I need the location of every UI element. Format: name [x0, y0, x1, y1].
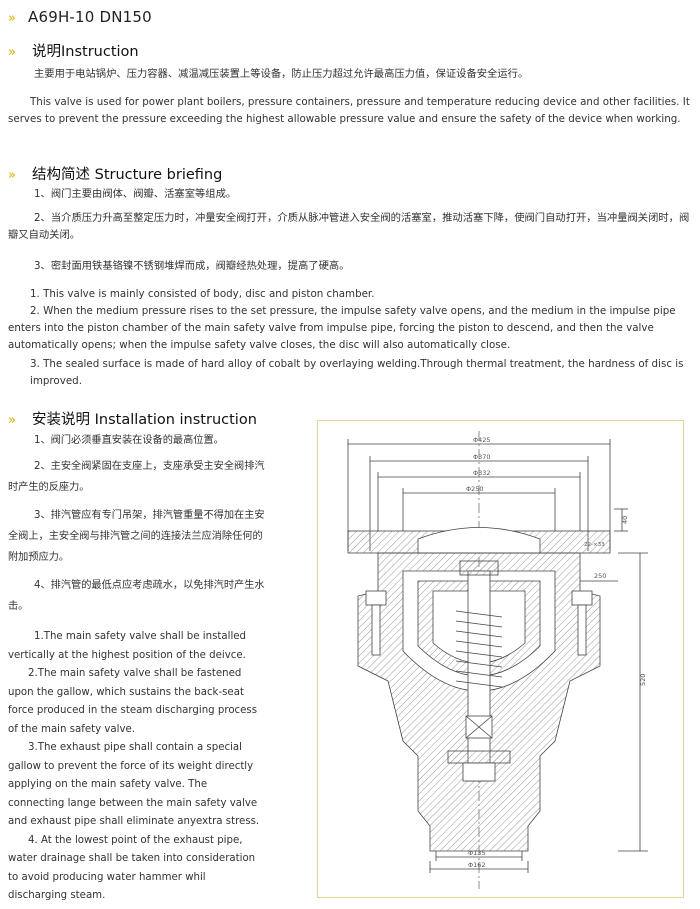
installation-en-item: 2.The main safety valve shall be fastene… — [8, 668, 258, 735]
instruction-cn-text: 主要用于电站锅炉、压力容器、减温减压装置上等设备，防止压力超过允许最高压力值，保… — [34, 68, 529, 80]
structure-cn-item: 2、当介质压力升高至整定压力时，冲量安全阀打开，介质从脉冲管进入安全阀的活塞室，… — [8, 212, 690, 241]
structure-heading: 结构简述 Structure briefing — [32, 167, 223, 183]
section-chevron-icon: » — [8, 45, 16, 60]
installation-en-item: 1.The main safety valve shall be install… — [8, 631, 247, 661]
structure-cn-item: 1、阀门主要由阀体、阀瓣、活塞室等组成。 — [34, 188, 237, 200]
dim-d370: Φ370 — [473, 453, 491, 461]
installation-heading: 安装说明 Installation instruction — [32, 412, 257, 428]
valve-section-drawing: Φ425 Φ370 Φ332 Φ250 40 22-×33 250 520 Φ1… — [347, 431, 648, 889]
installation-en-item: 4. At the lowest point of the exhaust pi… — [8, 834, 256, 902]
dim-d135: Φ135 — [468, 849, 486, 857]
installation-en-item: 3.The exhaust pipe shall contain a speci… — [8, 742, 260, 827]
section-chevron-icon: » — [8, 413, 16, 428]
installation-cn-item: 1、阀门必须垂直安装在设备的最高位置。 — [34, 435, 224, 446]
installation-cn-list: 1、阀门必须垂直安装在设备的最高位置。 2、主安全阀紧固在支座上，支座承受主安全… — [8, 432, 270, 617]
title-chevron-icon: » — [8, 11, 16, 26]
instruction-en-text: This valve is used for power plant boile… — [8, 96, 690, 125]
dim-d425: Φ425 — [473, 436, 491, 444]
installation-cn-item: 2、主安全阀紧固在支座上，支座承受主安全阀排汽时产生的反座力。 — [8, 461, 265, 493]
dim-h520: 520 — [639, 674, 647, 686]
structure-en-item: 2. When the medium pressure rises to the… — [8, 305, 676, 351]
drawing-frame: Φ425 Φ370 Φ332 Φ250 40 22-×33 250 520 Φ1… — [317, 420, 684, 898]
installation-cn-item: 4、排汽管的最低点应考虑疏水，以免排汽时产生水击。 — [8, 580, 265, 612]
structure-en-item: 3. The sealed surface is made of hard al… — [30, 358, 684, 387]
installation-cn-item: 3、排汽管应有专门吊架，排汽管重量不得加在主安全阀上，主安全阀与排汽管之间的连接… — [8, 510, 265, 563]
structure-cn-item: 3、密封面用铁基铬镍不锈钢堆焊而成，阀瓣经热处理，提高了硬高。 — [34, 260, 350, 272]
dim-w250: 250 — [594, 572, 606, 580]
dim-bolt: 22-×33 — [584, 542, 605, 548]
section-chevron-icon: » — [8, 168, 16, 183]
page-title: A69H-10 DN150 — [28, 8, 152, 26]
structure-en-item: 1. This valve is mainly consisted of bod… — [30, 288, 375, 300]
dim-d162: Φ162 — [468, 861, 486, 869]
installation-en-list: 1.The main safety valve shall be install… — [8, 628, 266, 906]
dim-d250: Φ250 — [466, 485, 484, 493]
dim-h40: 40 — [621, 516, 629, 524]
instruction-heading: 说明Instruction — [32, 44, 139, 60]
dim-d332: Φ332 — [473, 469, 491, 477]
